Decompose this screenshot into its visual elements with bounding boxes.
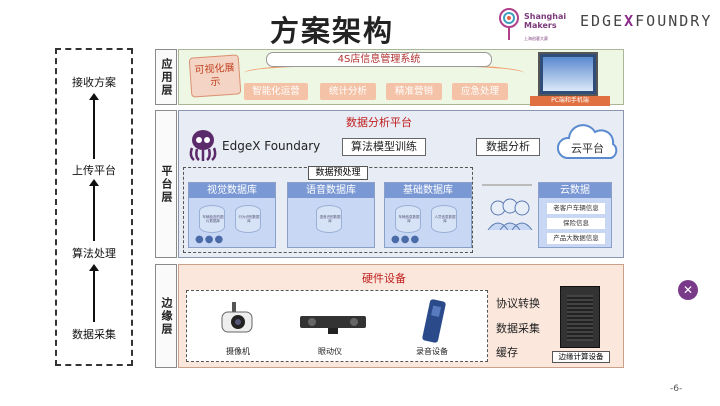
flow-arrow [89,179,99,241]
device-label: 眼动仪 [318,347,342,356]
database-cylinder-icon: 行为识别数据库 [235,205,261,233]
app-item: 统计分析 [320,83,376,100]
page-title: 方案架构 [270,14,395,48]
cloud-data-item: 老客户车辆信息 [547,203,605,214]
cloud-icon [557,124,618,159]
edgex-label: EdgeX Foundary [222,139,321,153]
app-item: 应急处理 [452,83,508,100]
database-title: 基础数据库 [385,183,471,198]
database-cylinder-icon: 车辆信息数据库 [395,205,421,233]
edge-function: 协议转换 [496,297,540,310]
pc-label: PC端和手机端 [530,96,610,106]
edgex-foundry-logo: EDGEXFOUNDRY [580,12,712,30]
cylinder-label: 车辆检查的图片数据库 [202,215,224,223]
data-analysis-box: 数据分析 [476,138,540,156]
logo-text-line2: Makers [524,21,557,30]
edge-title: 硬件设备 [362,272,406,285]
flow-box: 接收方案 上传平台 算法处理 数据采集 [55,48,133,366]
database-card-visual: 视觉数据库 车辆检查的图片数据库 行为识别数据库 ●●● [188,182,276,248]
cloud-data-card: 云数据 老客户车辆信息 保险信息 产品大数据信息 [538,182,612,248]
page-number: -6- [670,384,683,394]
platform-title: 数据分析平台 [346,116,412,129]
flow-step: 上传平台 [72,164,116,177]
cloud-platform-label: 云平台 [571,142,604,155]
flow-arrow [89,264,99,322]
spiral-icon [499,8,519,40]
recorder-icon [422,299,446,343]
database-card-basic: 基础数据库 车辆信息数据库 人员信息数据库 ●●● [384,182,472,248]
database-cylinder-icon: 车辆检查的图片数据库 [199,205,225,233]
visual-display-box: 可视化展示 [188,54,242,98]
app-item: 精准营销 [386,83,442,100]
preprocess-label: 数据预处理 [308,166,368,180]
cloud-data-title: 云数据 [539,183,611,198]
algo-training-box: 算法模型训练 [342,138,426,156]
layer-label-application: 应用层 [155,49,177,105]
edge-function: 数据采集 [496,322,540,335]
eye-tracker-icon [300,316,366,334]
flow-arrow [89,93,99,159]
cylinder-label: 人员信息数据库 [434,215,456,223]
layer-label-platform: 平台层 [155,110,177,258]
more-dots: ●●● [195,234,225,245]
octopus-icon [189,130,217,161]
database-title: 语音数据库 [288,183,374,198]
logo-edge-text: EDGE [580,12,625,30]
logo-foundry-text: FOUNDRY [635,12,713,30]
database-cylinder-icon: 人员信息数据库 [431,205,457,233]
cloud-data-item: 产品大数据信息 [547,233,605,244]
database-title: 视觉数据库 [189,183,275,198]
logo-x-text: X [624,12,636,30]
cloud-data-item: 保险信息 [547,218,605,229]
double-arrow [482,184,532,186]
pc-monitor-icon [538,52,598,96]
database-card-voice: 语音数据库 语音识别数据库 [287,182,375,248]
flow-step: 数据采集 [72,328,116,341]
device-label: 录音设备 [416,347,448,356]
more-dots: ●●● [391,234,421,245]
database-cylinder-icon: 语音识别数据库 [316,205,342,233]
edge-compute-label: 边缘计算设备 [552,351,610,363]
edge-server-icon [560,286,600,348]
x-logo-icon: ✕ [678,280,698,300]
flow-step: 算法处理 [72,247,116,260]
logo-subtext: 上海创客大赛 [524,36,548,41]
cylinder-label: 车辆信息数据库 [398,215,420,223]
flow-step: 接收方案 [72,76,116,89]
device-label: 摄像机 [226,347,250,356]
logo-text-line1: Shanghai [524,12,567,21]
cylinder-label: 行为识别数据库 [238,215,260,223]
edge-function: 缓存 [496,346,518,359]
system-title: 4S店信息管理系统 [266,52,492,67]
app-item: 智能化运营 [244,83,308,100]
camera-icon [221,302,253,333]
cylinder-label: 语音识别数据库 [319,215,341,223]
people-group-icon [487,198,533,230]
layer-label-edge: 边缘层 [155,264,177,368]
